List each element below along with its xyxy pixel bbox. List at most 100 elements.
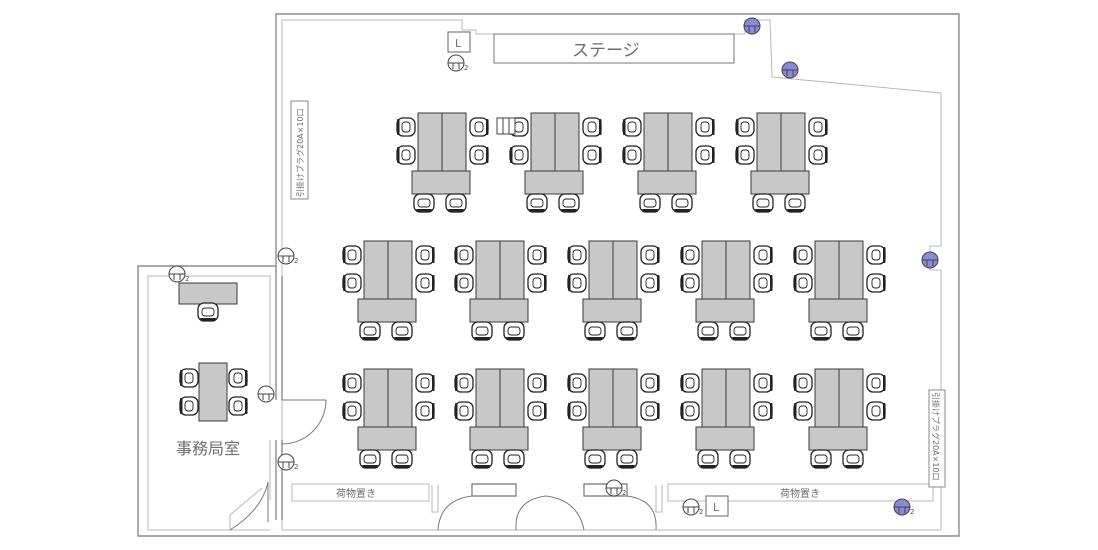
entrance-door-2-icon[interactable] bbox=[545, 495, 657, 531]
chair-icon bbox=[729, 321, 751, 341]
light-mark-top-label: L bbox=[455, 37, 462, 50]
chair-icon bbox=[558, 193, 580, 213]
office-exit-swing-icon[interactable] bbox=[229, 481, 269, 531]
room-labels: 事務局室 荷物置き 荷物置き bbox=[176, 439, 820, 500]
table-group bbox=[680, 368, 773, 469]
office-door-swing-icon[interactable] bbox=[281, 399, 327, 445]
table-bottom bbox=[637, 170, 697, 195]
chair-icon bbox=[471, 321, 493, 341]
chair-icon bbox=[359, 449, 381, 469]
chair-icon bbox=[509, 145, 529, 165]
chair-icon bbox=[753, 401, 773, 421]
chair-icon bbox=[808, 145, 828, 165]
doors bbox=[229, 399, 657, 531]
table-left bbox=[756, 112, 782, 172]
light-mark-top bbox=[447, 31, 471, 53]
chair-icon bbox=[616, 321, 638, 341]
chair-icon bbox=[808, 117, 828, 137]
storage-right-area bbox=[667, 483, 934, 502]
outlet-icon bbox=[743, 17, 761, 35]
table-bottom bbox=[411, 170, 471, 195]
outlet-count-label: 2 bbox=[464, 64, 468, 72]
chair-icon bbox=[396, 117, 416, 137]
stage-label: ステージ bbox=[572, 41, 640, 61]
chair-icon bbox=[342, 373, 362, 393]
chair-icon bbox=[179, 396, 199, 416]
chair-icon bbox=[359, 321, 381, 341]
left-wall-stub bbox=[431, 485, 439, 513]
chair-icon bbox=[413, 193, 435, 213]
chair-icon bbox=[503, 321, 525, 341]
table-left bbox=[475, 368, 501, 428]
chair-icon bbox=[567, 273, 587, 293]
table-bottom bbox=[469, 426, 529, 451]
chair-icon bbox=[445, 193, 467, 213]
table-right bbox=[612, 240, 638, 300]
chair-icon bbox=[527, 401, 547, 421]
chair-icon bbox=[391, 449, 413, 469]
office-label: 事務局室 bbox=[176, 439, 240, 458]
chair-icon bbox=[582, 117, 602, 137]
chair-icon bbox=[179, 368, 199, 388]
table-group bbox=[396, 112, 489, 213]
table-right bbox=[667, 112, 693, 172]
chair-icon bbox=[527, 373, 547, 393]
office-desk bbox=[178, 282, 238, 305]
table-right bbox=[838, 240, 864, 300]
chair-icon bbox=[866, 245, 886, 265]
table-bottom bbox=[750, 170, 810, 195]
table-group bbox=[735, 112, 828, 213]
table-left bbox=[814, 368, 840, 428]
entrance-frame-1 bbox=[471, 483, 517, 497]
chair-icon bbox=[784, 193, 806, 213]
chair-icon bbox=[729, 449, 751, 469]
table-left bbox=[701, 368, 727, 428]
table-left bbox=[588, 368, 614, 428]
entrance-door-1-icon[interactable] bbox=[437, 495, 547, 531]
outlet-icon bbox=[257, 385, 275, 403]
table-right bbox=[838, 368, 864, 428]
chair-icon bbox=[454, 373, 474, 393]
storage-shelf bbox=[496, 117, 516, 135]
plug-strip-right bbox=[928, 389, 946, 488]
chair-icon bbox=[753, 273, 773, 293]
outlet-icon: 2 bbox=[447, 54, 468, 72]
light-marks: L L bbox=[447, 31, 729, 517]
inner-wall bbox=[281, 19, 942, 531]
chair-icon bbox=[342, 401, 362, 421]
chair-icon bbox=[454, 273, 474, 293]
outlet-icon: 2 bbox=[277, 453, 298, 471]
chair-icon bbox=[810, 449, 832, 469]
table-left bbox=[363, 240, 389, 300]
outlet-count-label: 2 bbox=[699, 508, 703, 516]
table-left bbox=[643, 112, 669, 172]
storage-right-label: 荷物置き bbox=[780, 487, 820, 500]
office-inner-wall bbox=[147, 275, 271, 531]
table-left bbox=[417, 112, 443, 172]
chair-icon bbox=[503, 449, 525, 469]
outlet-icon: 2 bbox=[605, 479, 626, 497]
table-bottom bbox=[357, 426, 417, 451]
outlet-icon bbox=[921, 251, 939, 269]
chair-icon bbox=[842, 449, 864, 469]
chair-icon bbox=[793, 245, 813, 265]
stage-platform bbox=[493, 33, 735, 64]
plug-strip-left bbox=[290, 100, 309, 200]
table-right bbox=[387, 368, 413, 428]
plug-strip-left-label: 引掛けプラグ20A×10口 bbox=[295, 108, 305, 197]
chair-icon bbox=[396, 145, 416, 165]
table-group bbox=[509, 112, 602, 213]
chair-icon bbox=[526, 193, 548, 213]
outlet-icon: 2 bbox=[682, 498, 703, 516]
light-mark-bottom bbox=[705, 495, 729, 517]
table-right bbox=[554, 112, 580, 172]
chair-icon bbox=[415, 373, 435, 393]
table-group bbox=[342, 240, 435, 341]
chair-icon bbox=[567, 373, 587, 393]
chair-icon bbox=[584, 449, 606, 469]
table-bottom bbox=[469, 298, 529, 323]
chair-icon bbox=[228, 368, 248, 388]
table-bottom bbox=[695, 426, 755, 451]
chair-icon bbox=[866, 373, 886, 393]
